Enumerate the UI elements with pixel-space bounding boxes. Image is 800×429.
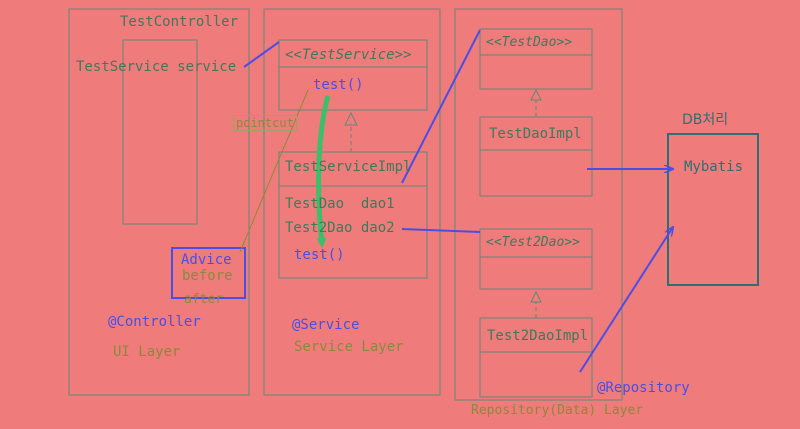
controller-title: TestController xyxy=(120,14,239,30)
service-layer-label: Service Layer xyxy=(294,339,404,355)
test2daoimpl-to-mybatis-arrow xyxy=(579,227,673,373)
service-layer-box xyxy=(263,8,441,396)
test-service-impl-name: TestServiceImpl xyxy=(285,159,412,175)
dao1-to-testdao-line xyxy=(401,29,481,184)
service-realization-head xyxy=(344,111,358,126)
repository-stereotype: @Repository xyxy=(597,380,690,396)
advice-after: after xyxy=(184,292,224,307)
test-service-interface-name: <<TestService>> xyxy=(285,47,412,63)
test2-dao-interface-name: <<Test2Dao>> xyxy=(486,235,580,250)
repository-layer-box xyxy=(454,8,623,401)
test2-dao-interface-box xyxy=(479,228,593,290)
dao2-to-test2dao-line xyxy=(401,228,481,233)
test-service-interface-box xyxy=(278,39,428,111)
test-dao-impl-name: TestDaoImpl xyxy=(489,126,582,142)
controller-to-service-line xyxy=(243,41,280,68)
advice-title: Advice xyxy=(181,252,232,268)
test-service-impl-field-dao2: Test2Dao dao2 xyxy=(285,220,395,236)
test-service-impl-box xyxy=(278,151,428,279)
repository-layer-label: Repository(Data) Layer xyxy=(471,403,644,418)
dao-realization-head xyxy=(530,88,542,101)
test-service-method: test() xyxy=(313,77,364,93)
db-title: DB처리 xyxy=(682,112,729,128)
controller-stereotype: @Controller xyxy=(108,314,201,330)
pointcut-label: pointcut xyxy=(233,115,297,131)
test-controller-box xyxy=(122,39,198,225)
test2-dao-impl-name: Test2DaoImpl xyxy=(487,328,589,344)
dao2-realization-head xyxy=(530,290,542,303)
controller-service-field: TestService service xyxy=(76,59,237,75)
controller-layer-box xyxy=(68,8,250,396)
mybatis-label: Mybatis xyxy=(684,159,744,175)
advice-box xyxy=(171,247,246,299)
db-box xyxy=(667,133,759,286)
test-service-impl-field-dao1: TestDao dao1 xyxy=(285,196,395,212)
service-stereotype: @Service xyxy=(292,317,360,333)
test-dao-interface-name: <<TestDao>> xyxy=(486,35,573,50)
ui-layer-label: UI Layer xyxy=(113,344,181,360)
advice-before: before xyxy=(182,268,233,284)
call-flow-arrow xyxy=(316,95,331,248)
test-service-impl-method: test() xyxy=(294,247,345,263)
